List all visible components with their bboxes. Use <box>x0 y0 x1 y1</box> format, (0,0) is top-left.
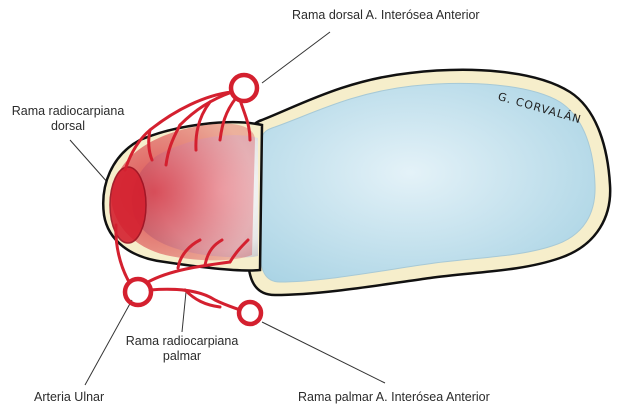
label-palmar-branch-aia: Rama palmar A. Interósea Anterior <box>298 390 490 405</box>
ring-palmar-aia <box>239 302 261 324</box>
leader-palmar-aia <box>262 322 385 383</box>
leader-dorsal-aia <box>262 32 330 83</box>
label-dorsal-radiocarpal: Rama radiocarpiana dorsal <box>6 104 130 134</box>
label-palmar-radiocarpal: Rama radiocarpiana palmar <box>120 334 244 364</box>
label-dorsal-branch-aia: Rama dorsal A. Interósea Anterior <box>292 8 480 23</box>
leader-palmar-radiocarpal <box>182 292 186 332</box>
label-palmar-radiocarpal-line2: palmar <box>120 349 244 364</box>
label-dorsal-radiocarpal-line1: Rama radiocarpiana <box>6 104 130 119</box>
label-ulnar-artery: Arteria Ulnar <box>34 390 104 405</box>
label-dorsal-radiocarpal-line2: dorsal <box>6 119 130 134</box>
label-palmar-radiocarpal-line1: Rama radiocarpiana <box>120 334 244 349</box>
